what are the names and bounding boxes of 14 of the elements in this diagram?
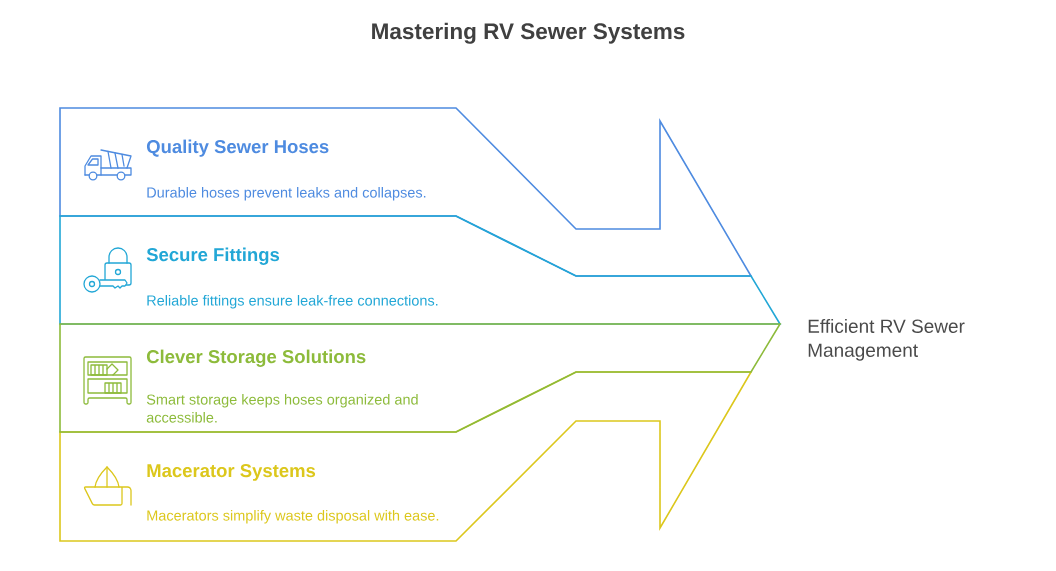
arrow-segment: [59, 323, 782, 433]
heading: Macerator Systems: [147, 464, 316, 481]
heading: Clever Storage Solutions: [146, 349, 366, 367]
description: Reliable fittings ensure leak-free connections.: [147, 295, 438, 309]
description: Durable hoses prevent leaks and collapses.: [147, 187, 426, 201]
arrow-segment: [59, 107, 753, 277]
description: Smart storage keeps hoses organized and accessible.: [146, 394, 418, 423]
arrow-segment: [59, 371, 753, 542]
title: Mastering RV Sewer Systems: [372, 22, 685, 44]
heading: Secure Fittings: [146, 247, 280, 265]
arrow-segment: [59, 215, 782, 325]
outcome-text: Efficient RV Sewer Management: [808, 319, 965, 361]
description: Macerators simplify waste disposal with ease.: [147, 510, 439, 524]
heading: Quality Sewer Hoses: [146, 139, 329, 157]
